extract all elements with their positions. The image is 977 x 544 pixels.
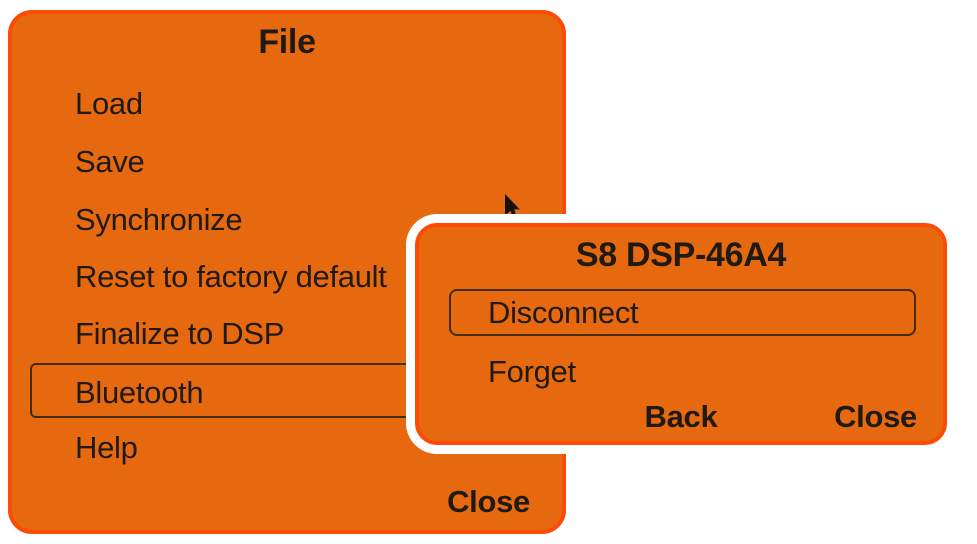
bluetooth-back-button[interactable]: Back: [644, 399, 718, 434]
menu-item-save[interactable]: Save: [75, 144, 145, 179]
bluetooth-device-title: S8 DSP-46A4: [575, 236, 787, 274]
bluetooth-close-button[interactable]: Close: [834, 399, 917, 434]
menu-item-disconnect[interactable]: Disconnect: [449, 289, 916, 336]
menu-item-synchronize[interactable]: Synchronize: [75, 202, 243, 237]
menu-item-forget[interactable]: Forget: [488, 354, 576, 389]
menu-item-finalize-to-dsp[interactable]: Finalize to DSP: [75, 316, 285, 351]
file-menu-title: File: [258, 23, 316, 61]
menu-item-bluetooth[interactable]: Bluetooth: [30, 363, 434, 418]
menu-item-load[interactable]: Load: [75, 86, 143, 121]
file-menu-close-button[interactable]: Close: [447, 484, 530, 519]
menu-item-help[interactable]: Help: [75, 430, 138, 465]
menu-item-reset-to-factory-default[interactable]: Reset to factory default: [75, 259, 387, 294]
bluetooth-device-dialog: S8 DSP-46A4 Disconnect Forget Back Close: [415, 223, 947, 445]
